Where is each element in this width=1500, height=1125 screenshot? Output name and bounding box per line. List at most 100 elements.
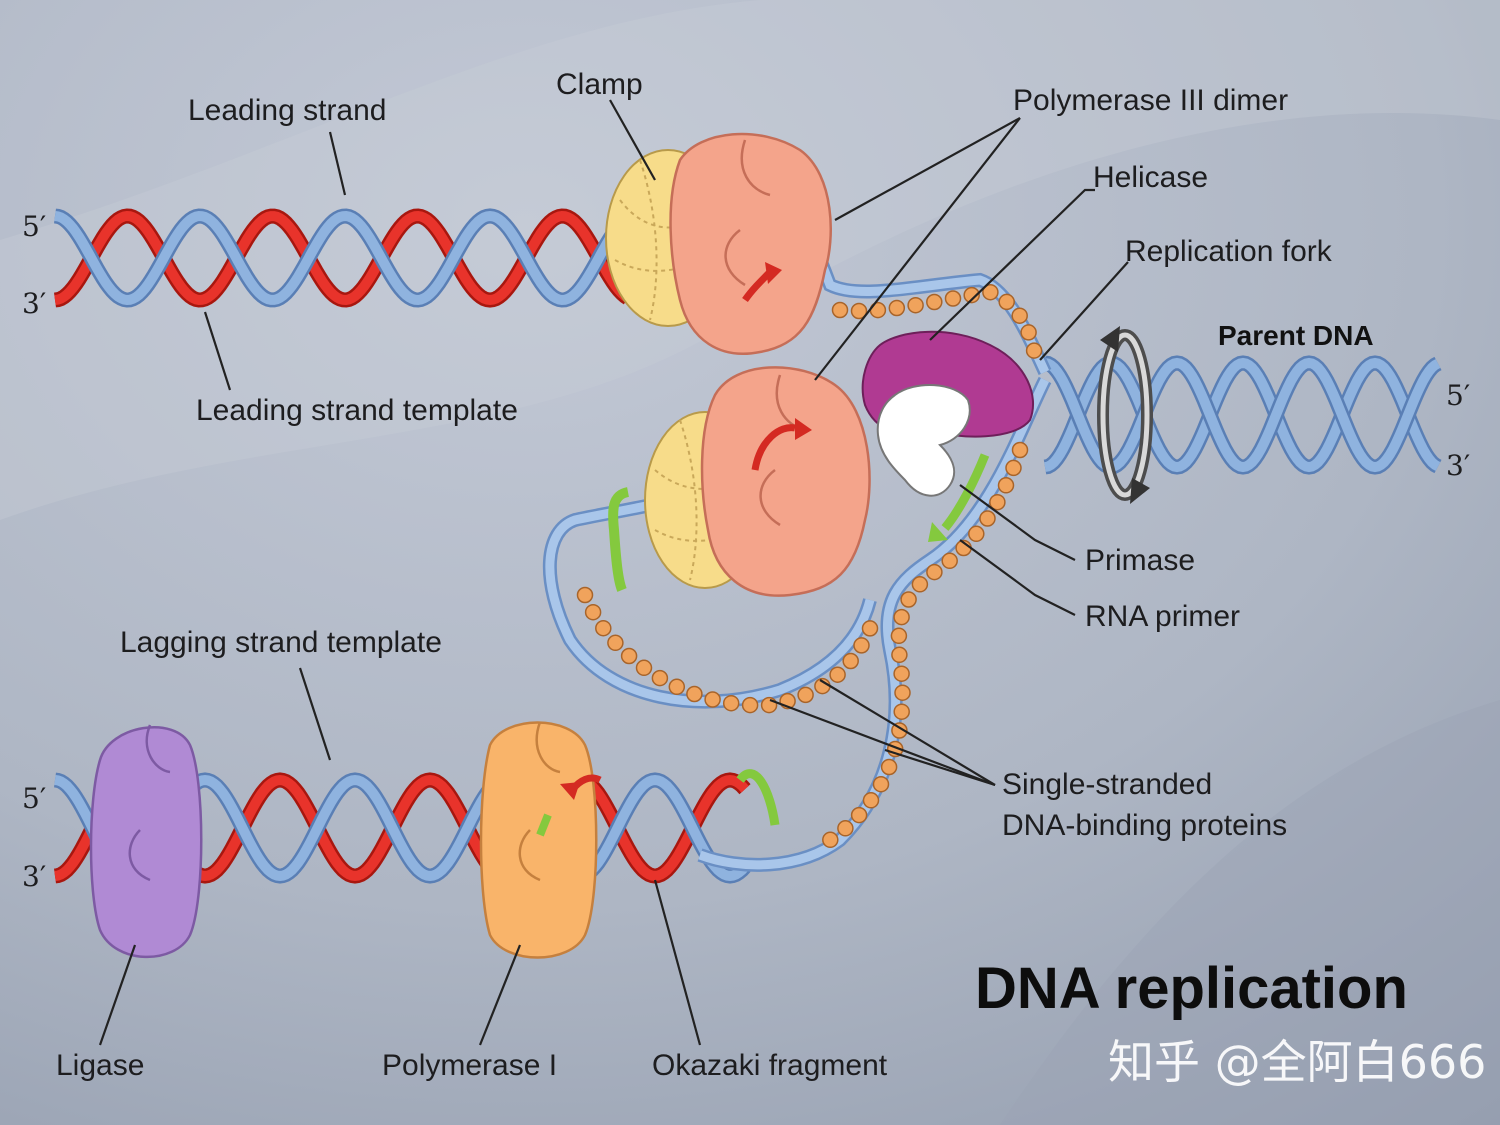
end-bottom-5prime: 5′: [22, 782, 46, 815]
ssb-protein: [831, 301, 849, 319]
end-bottom-3prime: 3′: [22, 860, 46, 893]
end-right-3prime: 3′: [1446, 449, 1470, 482]
ssb-protein: [797, 686, 814, 704]
ssb-protein: [850, 302, 868, 320]
leading-strand-helix: [54, 208, 633, 308]
leader-okazaki-fragment: [653, 879, 702, 1046]
leader-rna-primer: [959, 539, 1076, 616]
label-okazaki-fragment: Okazaki fragment: [652, 1049, 888, 1082]
watermark: 知乎 @全阿白666: [1108, 1035, 1486, 1089]
ssb-protein: [1011, 441, 1029, 459]
polymerase-iii-top-arrowhead: [765, 262, 782, 284]
label-polymerase-iii-dimer: Polymerase III dimer: [1013, 84, 1288, 117]
ssb-protein: [963, 286, 980, 304]
ssb-protein: [668, 678, 686, 696]
ssb-protein: [595, 619, 612, 637]
ssb-protein: [982, 283, 999, 301]
polymerase-iii-bottom-arrowhead: [795, 418, 812, 440]
ssb-protein: [989, 493, 1006, 511]
leading-strand: [54, 210, 631, 306]
leader-ssb-3: [884, 748, 996, 787]
label-primase: Primase: [1085, 544, 1195, 577]
ssb-protein: [941, 552, 958, 570]
ssb-protein: [890, 627, 908, 645]
label-ssb-line1: Single-stranded: [1002, 768, 1212, 801]
leader-ssb-1: [819, 679, 996, 786]
rotation-arrow-icon: [1097, 326, 1153, 504]
ssb-protein: [891, 646, 908, 664]
polymerase-iii-top: [669, 132, 832, 355]
label-parent-dna: Parent DNA: [1218, 320, 1374, 351]
label-replication-fork: Replication fork: [1125, 235, 1333, 268]
ssb-protein: [900, 591, 917, 608]
label-leading-strand: Leading strand: [188, 94, 387, 127]
rna-primer-lagging-loop: [608, 487, 630, 592]
ssb-protein: [1020, 324, 1037, 341]
leader-clamp: [609, 99, 656, 181]
leader-lines: [98, 99, 1129, 1046]
ssb-protein: [822, 831, 839, 849]
ssb-protein: [686, 685, 703, 703]
end-top-5prime: 5′: [22, 210, 46, 243]
ssb-protein: [1005, 459, 1022, 477]
end-top-3prime: 3′: [22, 287, 46, 320]
ssb-protein: [893, 703, 910, 720]
polymerase-i: [479, 721, 598, 959]
ssb-protein: [862, 792, 880, 809]
ssb-protein: [1025, 342, 1043, 359]
ssb-protein: [651, 669, 669, 687]
ssb-protein: [620, 647, 638, 665]
leader-leading-strand: [328, 131, 347, 196]
ssb-protein: [584, 603, 602, 621]
leader-helicase: [929, 188, 1095, 341]
rna-primer-primase-arrowhead: [928, 522, 948, 542]
ssb-protein: [635, 659, 653, 677]
lagging-template-loop-highlight: [698, 377, 1050, 870]
ssb-protein: [722, 694, 740, 712]
ssb-protein: [853, 637, 870, 654]
ssb-protein: [926, 293, 943, 311]
label-ssb-line2: DNA-binding proteins: [1002, 809, 1287, 842]
diagram-title: DNA replication: [975, 956, 1408, 1021]
ssb-protein: [880, 758, 898, 776]
leader-polymerase-iii-bottom: [814, 117, 1021, 381]
ssb-protein: [607, 634, 624, 652]
label-leading-strand-template: Leading strand template: [196, 394, 518, 427]
leader-lagging-strand-template: [298, 667, 332, 761]
ssb-protein: [850, 806, 868, 824]
ssb-protein: [760, 696, 778, 714]
ssb-protein: [741, 696, 759, 714]
ssb-protein: [837, 820, 854, 837]
ssb-protein: [872, 775, 890, 793]
ssb-protein: [861, 620, 879, 637]
ssb-protein: [893, 608, 910, 626]
label-rna-primer: RNA primer: [1085, 600, 1240, 633]
background-swirl-2: [1000, 700, 1500, 1125]
end-right-5prime: 5′: [1446, 379, 1470, 412]
leader-primase: [959, 484, 1076, 561]
ssb-protein: [907, 296, 924, 314]
label-lagging-strand-template: Lagging strand template: [120, 626, 442, 659]
ligase: [89, 724, 203, 959]
ssb-protein: [968, 525, 985, 543]
okazaki-rna-primer: [736, 769, 780, 826]
ssb-protein: [979, 510, 996, 527]
lagging-template-inner-loop-highlight: [545, 465, 875, 707]
ssb-protein: [891, 722, 908, 739]
leading-strand-template: [54, 210, 631, 306]
ssb-protein: [926, 563, 943, 581]
label-polymerase-i: Polymerase I: [382, 1049, 557, 1082]
ssb-protein: [894, 684, 911, 701]
label-helicase: Helicase: [1093, 161, 1208, 194]
ssb-protein: [911, 576, 929, 593]
leader-polymerase-iii-top: [834, 117, 1021, 221]
ssb-protein: [829, 666, 846, 683]
ssb-protein: [704, 691, 721, 708]
ssb-protein: [893, 665, 910, 682]
label-ligase: Ligase: [56, 1049, 144, 1082]
polymerase-iii-bottom: [700, 366, 871, 597]
ssb-protein: [576, 586, 594, 604]
leader-polymerase-i: [478, 944, 522, 1046]
leader-replication-fork: [1039, 261, 1129, 361]
primase: [876, 384, 971, 497]
